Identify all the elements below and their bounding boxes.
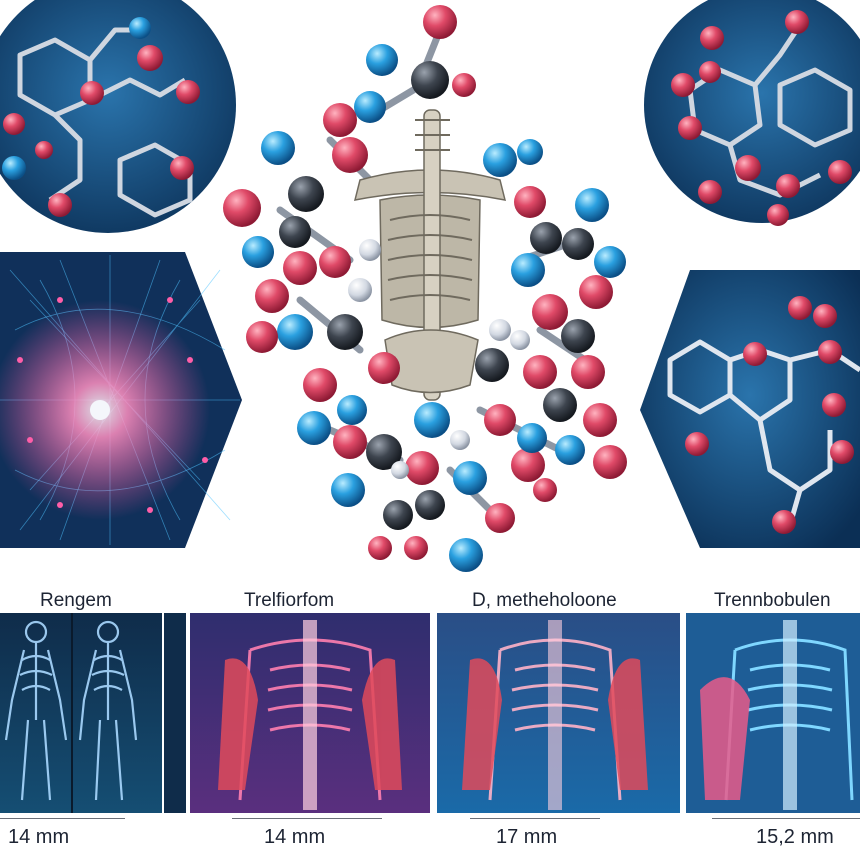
column-title-3: D, metheholoone (472, 590, 617, 611)
network-panel-left (0, 252, 242, 548)
column-title-4: Trennbobulen (714, 590, 831, 611)
molecule-panel-top-right (644, 0, 860, 226)
central-molecule-skeleton (223, 5, 627, 572)
column-title-1: Rengem (40, 590, 112, 611)
molecule-panel-right (640, 270, 860, 548)
body-panel-4 (686, 613, 860, 813)
atom-group-tl (2, 17, 200, 217)
column-measure-3: 17 mm (496, 826, 558, 848)
measure-rule-4 (712, 818, 860, 819)
skeleton-icon (353, 109, 507, 401)
measure-rule-3 (470, 818, 600, 819)
measure-rule-1 (0, 818, 125, 819)
molecule-panel-top-left (0, 0, 236, 233)
column-measure-4: 15,2 mm (756, 826, 834, 848)
atom-group-tr (671, 10, 852, 226)
measure-rule-2 (232, 818, 382, 819)
column-measure-1: 14 mm (8, 826, 70, 848)
body-panel-2 (190, 613, 430, 813)
body-panel-3 (437, 613, 680, 813)
column-measure-2: 14 mm (264, 826, 326, 848)
column-title-2: Trelfiorfom (244, 590, 335, 611)
body-panel-1 (0, 613, 186, 813)
